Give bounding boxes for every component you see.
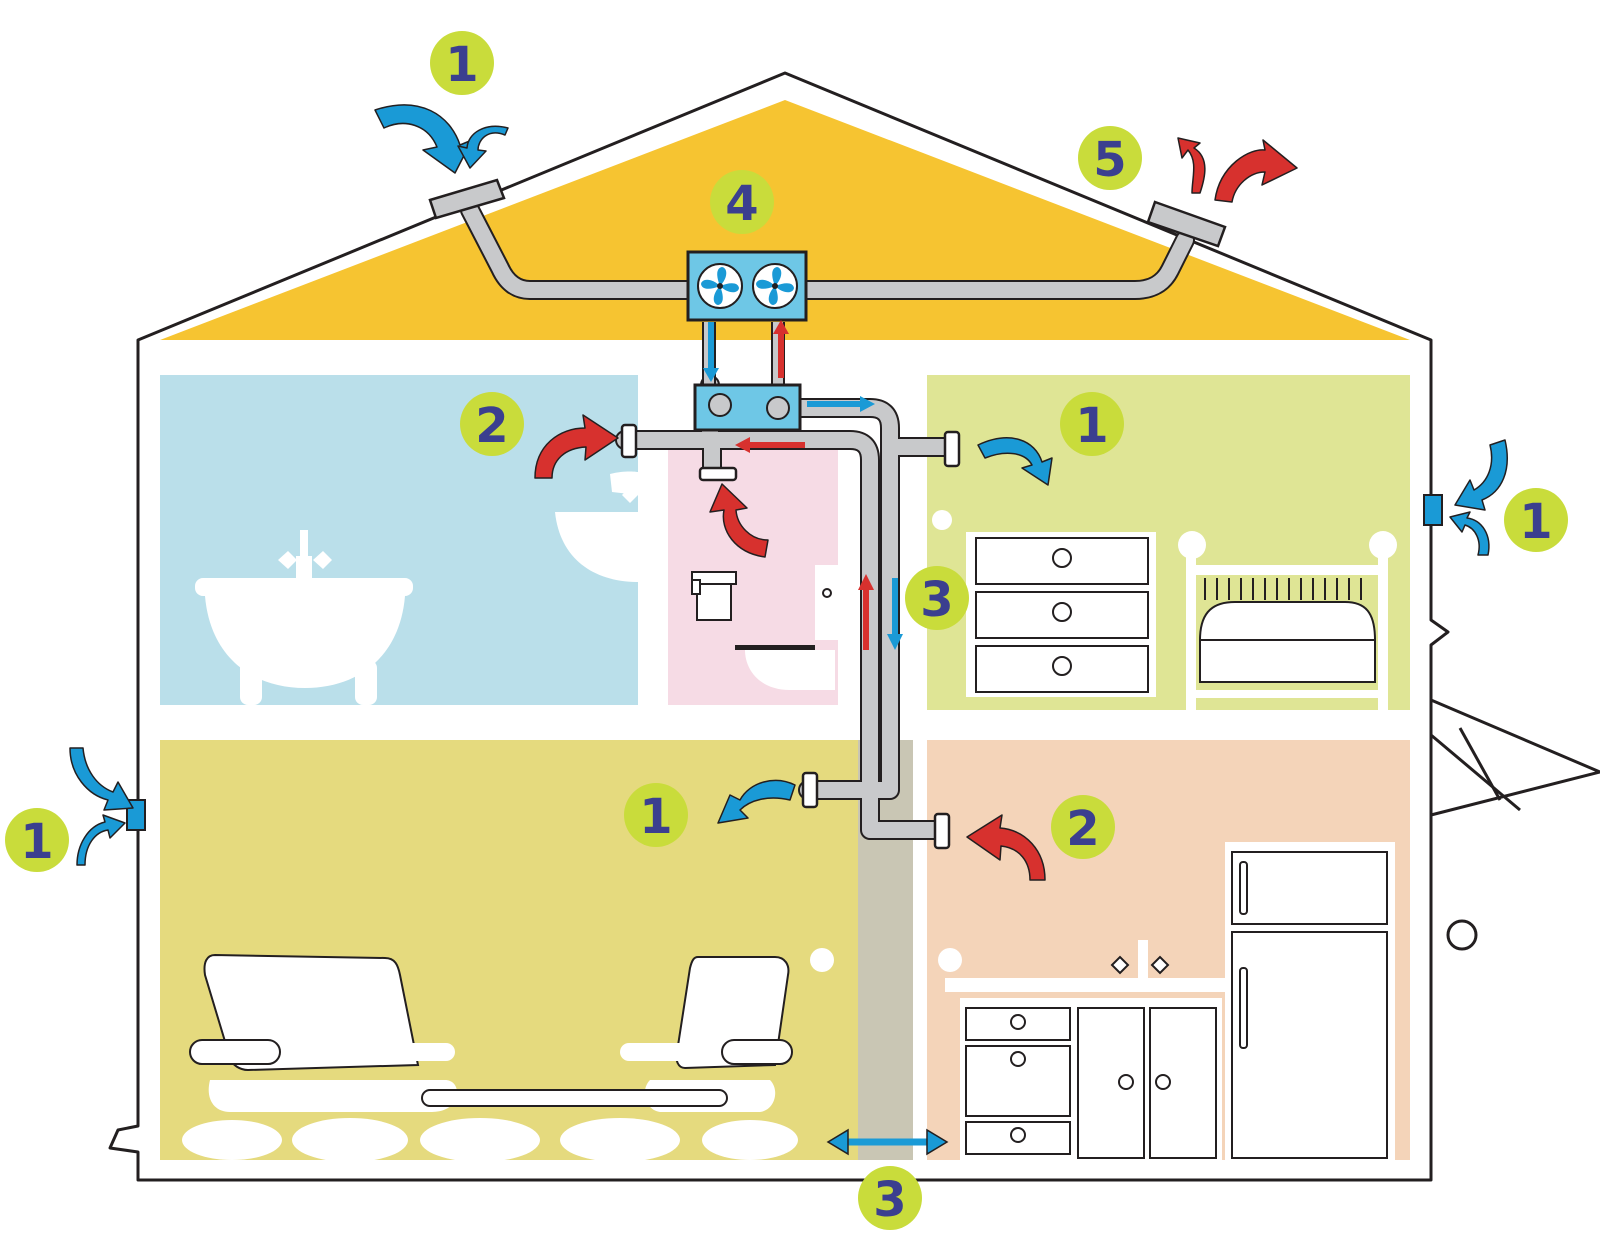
house-outline [108,71,1450,1182]
floor-rugs [182,1118,798,1162]
bathtub [195,530,413,705]
porch-roof [1430,698,1600,817]
badge-exhaust-label: 5 [1093,132,1126,188]
living-door-knobs [810,948,834,972]
badge-bedroom-supply-label: 1 [1075,398,1108,454]
refrigerator [1225,842,1395,1160]
badge-intake-roof: 1 [430,31,494,95]
badge-kitchen-extract-label: 2 [1066,801,1099,857]
badge-bath-extract: 2 [460,392,524,456]
toilet [735,565,840,690]
badge-wall-left-label: 1 [20,814,53,870]
roof-exhaust-vent [1146,200,1227,248]
badge-shaft-bottom: 3 [858,1166,922,1230]
badge-shaft-bottom-label: 3 [873,1172,906,1228]
sink [555,471,638,582]
dresser [966,532,1156,697]
armchair-left [189,953,457,1112]
coffee-table [421,1089,728,1107]
badge-wall-right-label: 1 [1519,494,1552,550]
badge-living-supply-label: 1 [639,789,672,845]
toilet-paper-holder [691,571,737,621]
badge-wall-right: 1 [1504,488,1568,552]
badge-unit-label: 4 [725,176,758,232]
badge-shaft-mid: 3 [905,566,969,630]
roof-intake-vent [428,178,506,220]
badge-unit: 4 [710,170,774,234]
bed [1178,531,1397,710]
badge-intake-roof-label: 1 [445,37,478,93]
flow-arrows-straight [703,320,903,650]
bedroom-door-knob [932,510,952,530]
badge-living-supply: 1 [624,783,688,847]
badge-wall-left: 1 [5,808,69,872]
exterior-door-knob [1446,919,1478,951]
shaft-double-arrow [826,1128,949,1156]
badge-bath-extract-label: 2 [475,398,508,454]
kitchen-cabinets [965,1007,1217,1159]
kitchen-door-knob [938,948,962,972]
badge-bedroom-supply: 1 [1060,392,1124,456]
duct-terminals [620,423,961,850]
heat-recovery-unit [686,250,808,432]
badge-kitchen-extract: 2 [1051,795,1115,859]
badge-exhaust: 5 [1078,126,1142,190]
flow-arrows-curved [69,104,1508,881]
badge-shaft-mid-label: 3 [920,572,953,628]
ductwork [460,200,1195,840]
